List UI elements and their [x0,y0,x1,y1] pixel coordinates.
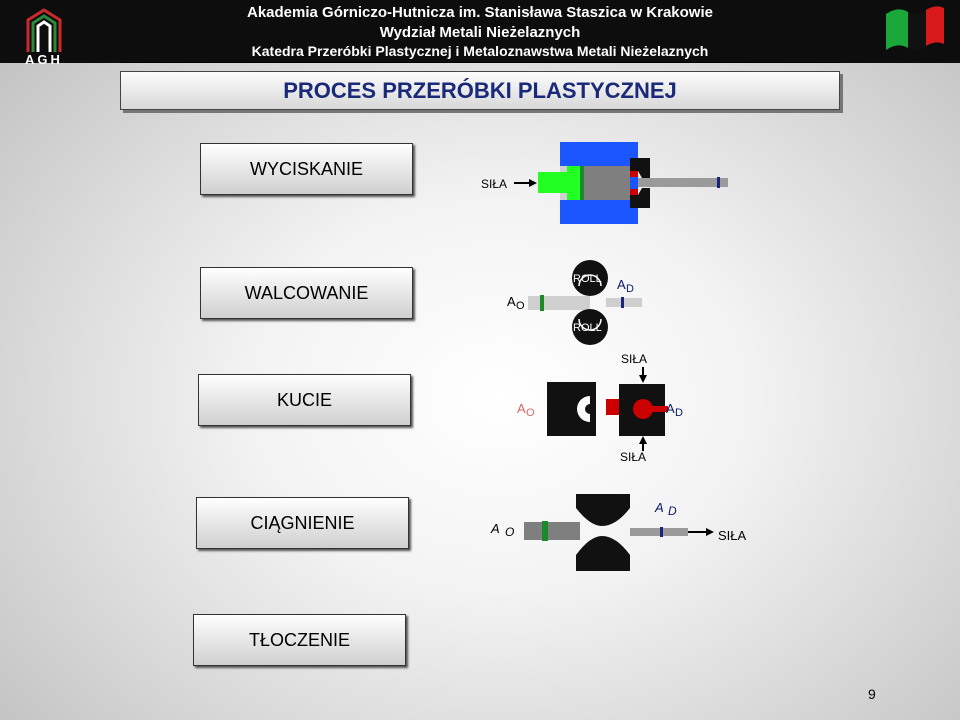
rolling-ad-sub: D [626,283,634,295]
header-department: Katedra Przeróbki Plastycznej i Metalozn… [251,43,709,59]
forging-die-left [547,382,596,436]
forging-billet [606,399,622,415]
forging-ad-sub: D [675,407,683,419]
forging-product [650,406,668,412]
extrusion-diagram: SIŁA [481,142,728,224]
extrusion-blue-mark [717,177,720,188]
extrusion-product [638,178,728,187]
extrusion-punch-head [567,166,581,200]
extrusion-billet [584,166,630,200]
logo-text: AGH [25,52,63,67]
roll-top [572,260,608,296]
process-box-tloczenie: TŁOCZENIE [193,614,406,666]
forging-force-top-label: SIŁA [621,352,647,366]
rolling-ad-a: A [617,277,626,292]
agh-logo [22,6,66,94]
extrusion-force-label: SIŁA [481,177,507,191]
forging-ad-a: A [666,401,675,416]
rolling-green-mark [540,295,544,311]
extrusion-die-red-top [630,171,638,177]
drawing-ao-sub: O [505,525,514,539]
page-title: PROCES PRZERÓBKI PLASTYCZNEJ [120,71,840,110]
drawing-diagram: A O A D SIŁA [490,494,747,571]
drawing-ao-a: A [490,521,500,536]
roll-bottom [572,309,608,345]
process-box-kucie: KUCIE [198,374,411,426]
forging-bulge [633,399,653,419]
rolling-ao-sub: O [516,300,525,312]
process-box-ciagnienie: CIĄGNIENIE [196,497,409,549]
extrusion-punch-rod [538,172,570,193]
rolling-ao-a: A [507,294,516,309]
drawing-wire-in [524,522,580,540]
drawing-force-label: SIŁA [718,528,747,543]
drawing-green-mark [542,521,548,541]
roll-bottom-label: ROLL [573,322,602,334]
drawing-die-bottom [576,536,630,571]
rolling-blue-mark [621,297,624,308]
forging-ao-sub: O [526,407,535,419]
drawing-blue-mark [660,527,663,537]
flag-icon [884,4,946,51]
extrusion-die-red-bottom [630,189,638,195]
roll-top-label: ROLL [573,273,602,285]
rolling-diagram: A O ROLL ROLL A D [507,260,642,345]
header-faculty: Wydział Metali Nieżelaznych [379,24,581,41]
header-bar [0,0,960,63]
roll-bottom-rotation-icon [578,318,602,331]
extrusion-die-bottom [630,188,650,208]
drawing-ad-sub: D [668,504,677,518]
drawing-die-top [576,494,630,526]
drawing-ad-a: A [654,500,664,515]
header-university: Akademia Górniczo-Hutnicza im. Stanisław… [247,4,713,21]
rolling-strip-in [528,296,590,310]
process-box-wyciskanie: WYCISKANIE [200,143,413,195]
drawing-wire-out [630,528,688,536]
header-rule [120,62,840,63]
extrusion-green-mark [580,166,584,200]
forging-diagram: SIŁA A O A D SIŁA [517,352,683,464]
forging-force-bottom-label: SIŁA [620,450,646,464]
extrusion-die-top [630,158,650,178]
page-number: 9 [868,686,876,702]
forging-ao-a: A [517,401,526,416]
roll-top-rotation-icon [578,274,602,287]
process-box-walcowanie: WALCOWANIE [200,267,413,319]
